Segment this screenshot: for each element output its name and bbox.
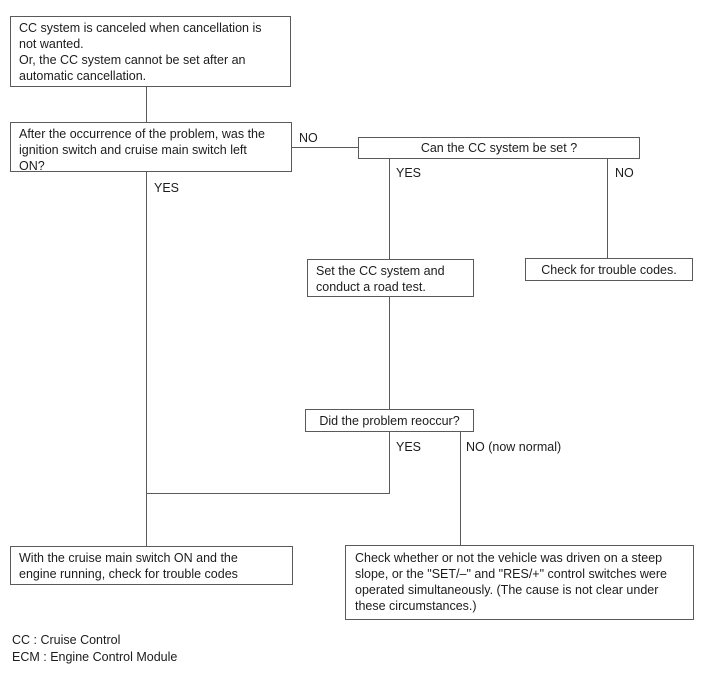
- label-can-set-yes: YES: [396, 166, 422, 180]
- connector-road-test-to-reoccur: [389, 297, 390, 409]
- legend-cc-definition: CC : Cruise Control: [12, 633, 121, 647]
- connector-problem-to-ignition: [146, 87, 147, 122]
- connector-ignition-yes-to-main-switch-check: [146, 172, 147, 546]
- flowchart-box-problem-statement: CC system is canceled when cancellation …: [10, 16, 291, 87]
- label-ignition-no: NO: [299, 131, 318, 145]
- flowchart-box-can-set-question: Can the CC system be set ?: [358, 137, 640, 159]
- flowchart-box-reoccur-question: Did the problem reoccur?: [305, 409, 474, 432]
- label-ignition-yes: YES: [154, 181, 180, 195]
- connector-ignition-no-to-can-set: [292, 147, 358, 148]
- connector-reoccur-yes-vertical: [389, 432, 390, 493]
- connector-can-set-yes-to-road-test: [389, 159, 390, 259]
- label-can-set-no: NO: [615, 166, 634, 180]
- legend-ecm-definition: ECM : Engine Control Module: [12, 650, 178, 664]
- flowchart-box-road-test: Set the CC system and conduct a road tes…: [307, 259, 474, 297]
- flowchart-box-steep-slope-check: Check whether or not the vehicle was dri…: [345, 545, 694, 620]
- connector-can-set-no-to-check-codes: [607, 159, 608, 258]
- label-reoccur-yes: YES: [396, 440, 422, 454]
- flowchart-box-check-trouble-codes: Check for trouble codes.: [525, 258, 693, 281]
- connector-reoccur-yes-horizontal: [146, 493, 390, 494]
- connector-reoccur-no-to-steep-slope: [460, 432, 461, 545]
- label-reoccur-no: NO (now normal): [466, 440, 562, 454]
- flowchart-box-main-switch-check: With the cruise main switch ON and the e…: [10, 546, 293, 585]
- flowchart-box-ignition-question: After the occurrence of the problem, was…: [10, 122, 292, 173]
